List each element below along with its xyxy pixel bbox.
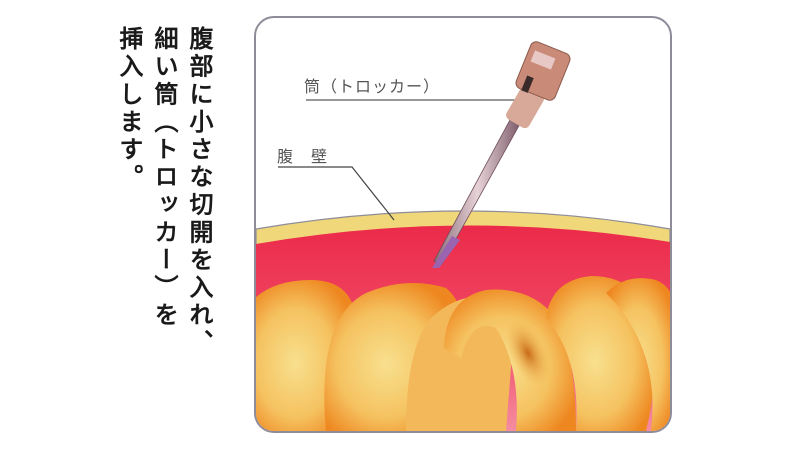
instruction-caption: 腹部に小さな切開を入れ、 細い筒（トロッカー）を 挿入します。: [112, 26, 216, 386]
trocar: [432, 41, 571, 268]
abdominal-wall-leader-line: [278, 166, 395, 221]
intestines: [256, 276, 670, 431]
trocar-label: 筒（トロッカー）: [304, 77, 441, 96]
caption-line-3: 挿入します。: [115, 26, 143, 192]
trocar-insertion-illustration: [256, 41, 670, 431]
caption-line-1: 腹部に小さな切開を入れ、: [185, 26, 213, 358]
illustration-frame: [254, 16, 672, 433]
abdominal-wall-label: 腹 壁: [277, 147, 329, 166]
caption-line-2: 細い筒（トロッカー）を: [150, 26, 178, 330]
